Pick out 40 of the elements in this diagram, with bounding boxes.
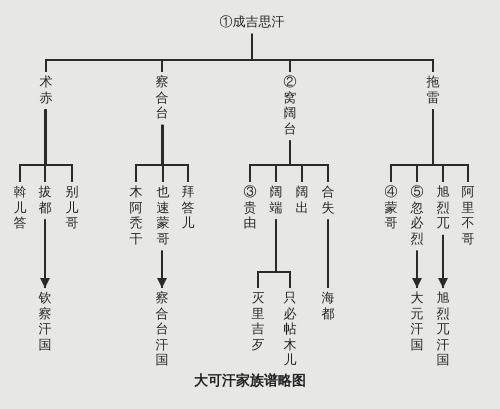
connector-line [44,109,46,182]
name-label: ⑤忽必烈 [410,182,424,250]
name-label: 钦察汗国 [38,288,52,356]
connector-line [251,34,434,72]
name-label: ①成吉思汗 [220,12,284,34]
connector-line [161,124,189,182]
name-label: 阔出 [296,182,308,220]
name-label: 灭里吉歹 [252,288,264,356]
name-label: 拔都 [38,182,52,220]
name-label: 斡儿答 [14,182,26,235]
connector-line [289,140,329,182]
name-label: 拜答儿 [182,182,194,235]
name-label: 大元汗国 [410,288,424,356]
name-label: 察合台 [156,72,168,125]
name-label: 术赤 [40,72,52,110]
name-label: 也速蒙哥 [156,182,170,250]
arrow [412,250,422,288]
connector-line [432,109,469,182]
arrow [438,234,448,288]
name-label: ②窝阔台 [284,72,296,140]
name-label: ④蒙哥 [384,182,398,235]
connector-line [327,219,329,288]
name-label: 只必帖木儿 [284,288,296,372]
connector-line [275,219,291,288]
name-label: ③贵由 [244,182,256,235]
connector-line [162,124,164,182]
name-label: 阿里不哥 [462,182,474,250]
arrow [40,219,50,288]
name-label: 旭烈兀 [436,182,450,235]
name-label: 旭烈兀汗国 [436,288,450,372]
name-label: 阔端 [270,182,282,220]
arrow [157,250,167,288]
connector-line [45,109,73,182]
name-label: 拖雷 [426,72,440,110]
caption: 大可汗家族谱略图 [194,372,306,390]
name-label: 别儿哥 [66,182,78,235]
name-label: 海都 [322,288,334,326]
name-label: 木阿秃干 [130,182,142,250]
name-label: 察合台汗国 [156,288,168,372]
name-label: 合失 [322,182,334,220]
